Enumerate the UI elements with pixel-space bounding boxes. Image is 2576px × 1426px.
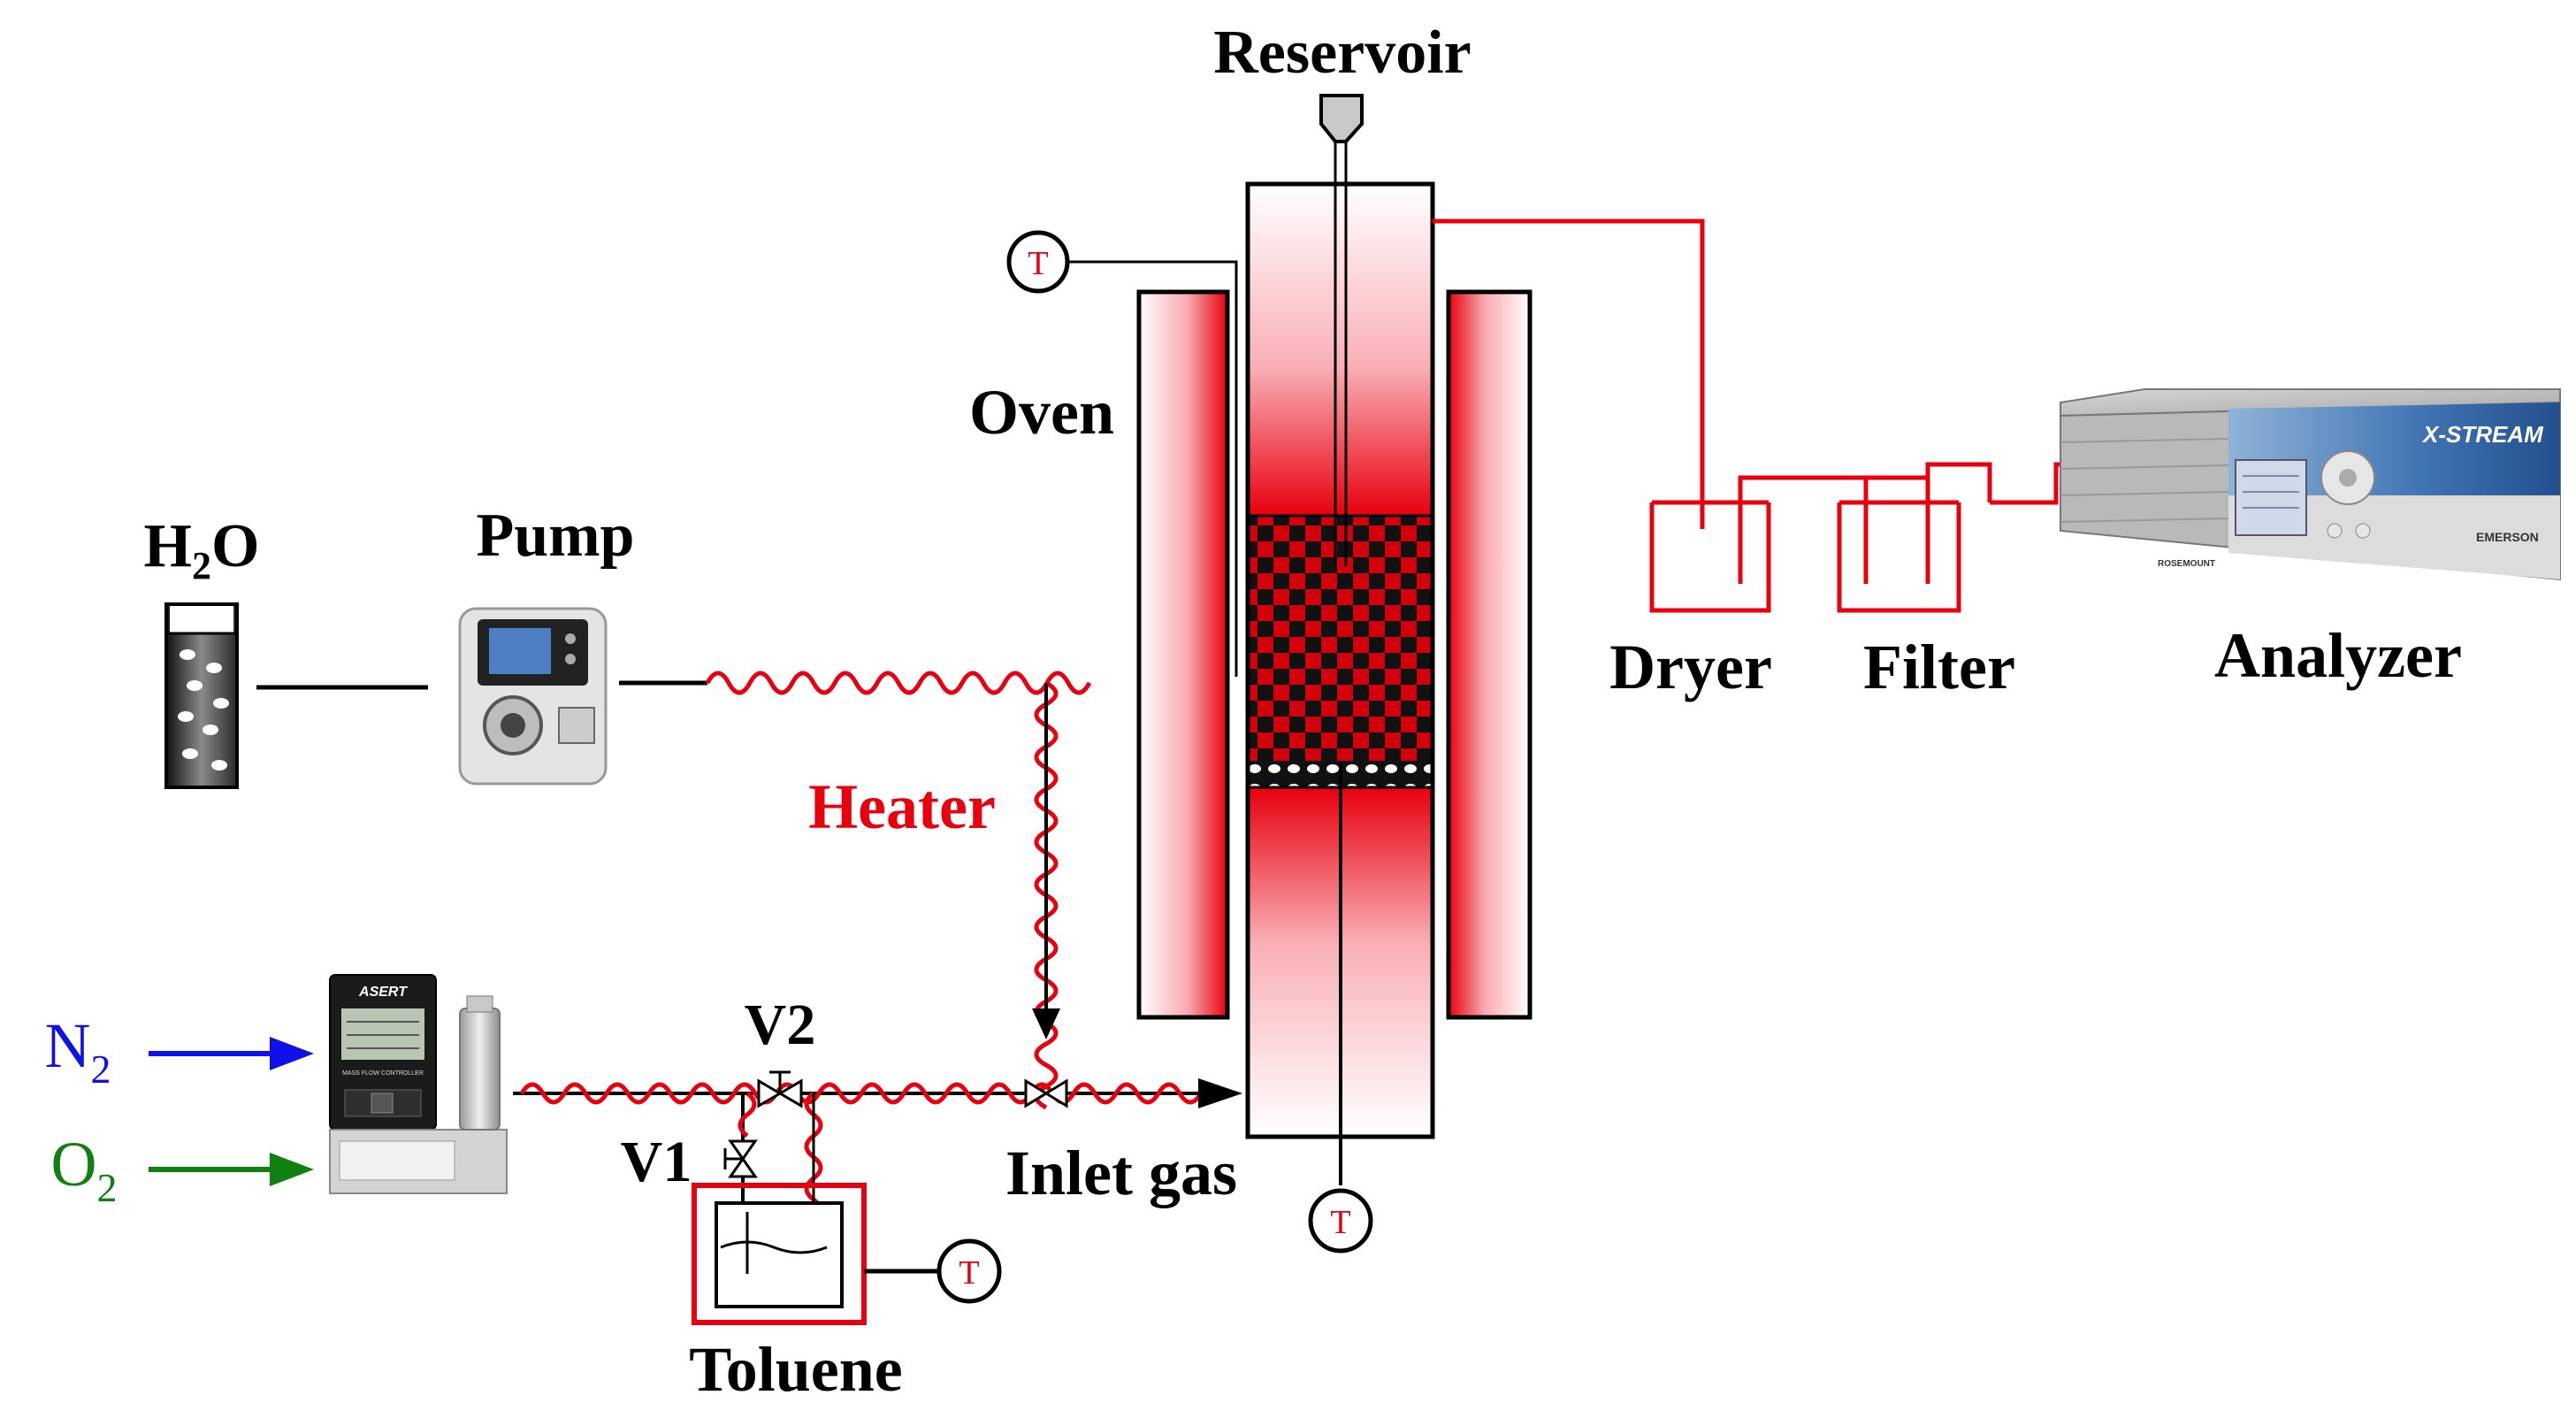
- label-toluene: Toluene: [689, 1334, 902, 1405]
- label-analyzer: Analyzer: [2214, 620, 2462, 691]
- analyzer-screen: [2235, 459, 2307, 536]
- label-filter: Filter: [1863, 632, 2015, 702]
- thermocouple-bottom-label: T: [1330, 1204, 1350, 1241]
- thermocouple-top-label: T: [1028, 245, 1048, 282]
- side-thermocouple-wire: [1065, 260, 1238, 677]
- reactor-upper-zone: [1248, 184, 1433, 516]
- valve-v1: [723, 1139, 758, 1178]
- thermocouple-bottom: T: [1308, 1188, 1373, 1254]
- heater-to-inlet-arrow: [1032, 1008, 1060, 1039]
- dryer-vessel: [1649, 500, 1771, 613]
- label-oven: Oven: [969, 377, 1114, 448]
- label-dryer: Dryer: [1609, 632, 1772, 702]
- thermocouple-toluene: T: [936, 1238, 1002, 1304]
- analyzer-unit: X-STREAM EMERSON ROSEMOUNT: [2060, 388, 2561, 581]
- gas-line-tracing: [519, 1082, 1204, 1105]
- label-v1: V1: [621, 1130, 692, 1194]
- catalyst-bed: [1248, 516, 1433, 761]
- analyzer-brand: X-STREAM: [2421, 421, 2544, 448]
- valve-v2: [757, 1070, 803, 1108]
- water-bottle: [164, 602, 239, 789]
- label-inlet-gas: Inlet gas: [1005, 1138, 1237, 1208]
- inlet-arrow: [1198, 1078, 1242, 1108]
- label-nitrogen: N2: [45, 1010, 111, 1092]
- analyzer-badge: ROSEMOUNT: [2158, 559, 2215, 569]
- analyzer-maker: EMERSON: [2476, 530, 2539, 544]
- mass-flow-controller: ASERT MASS FLOW CONTROLLER: [329, 974, 508, 1194]
- label-pump: Pump: [477, 502, 635, 570]
- oven-left-heater: [1136, 289, 1230, 1020]
- filter-vessel: [1837, 500, 1961, 613]
- thermocouple-top: T: [1006, 230, 1070, 294]
- reactor-tube: [1065, 142, 1435, 1185]
- toluene-saturator: [692, 1183, 867, 1325]
- mfc-brand: ASERT: [358, 985, 408, 1000]
- label-oxygen: O2: [51, 1129, 118, 1210]
- label-water: H2O: [144, 512, 260, 587]
- thermocouple-toluene-label: T: [959, 1254, 979, 1292]
- peristaltic-pump: [458, 607, 608, 786]
- inlet-valve: [1024, 1078, 1068, 1108]
- label-reservoir: Reservoir: [1213, 19, 1471, 87]
- oven-right-heater: [1446, 289, 1533, 1020]
- label-heater: Heater: [808, 771, 996, 842]
- label-v2: V2: [745, 993, 816, 1057]
- oven-group: [1136, 289, 1533, 1020]
- mfc-display-caption: MASS FLOW CONTROLLER: [342, 1070, 424, 1077]
- reservoir-funnel: [1319, 94, 1364, 143]
